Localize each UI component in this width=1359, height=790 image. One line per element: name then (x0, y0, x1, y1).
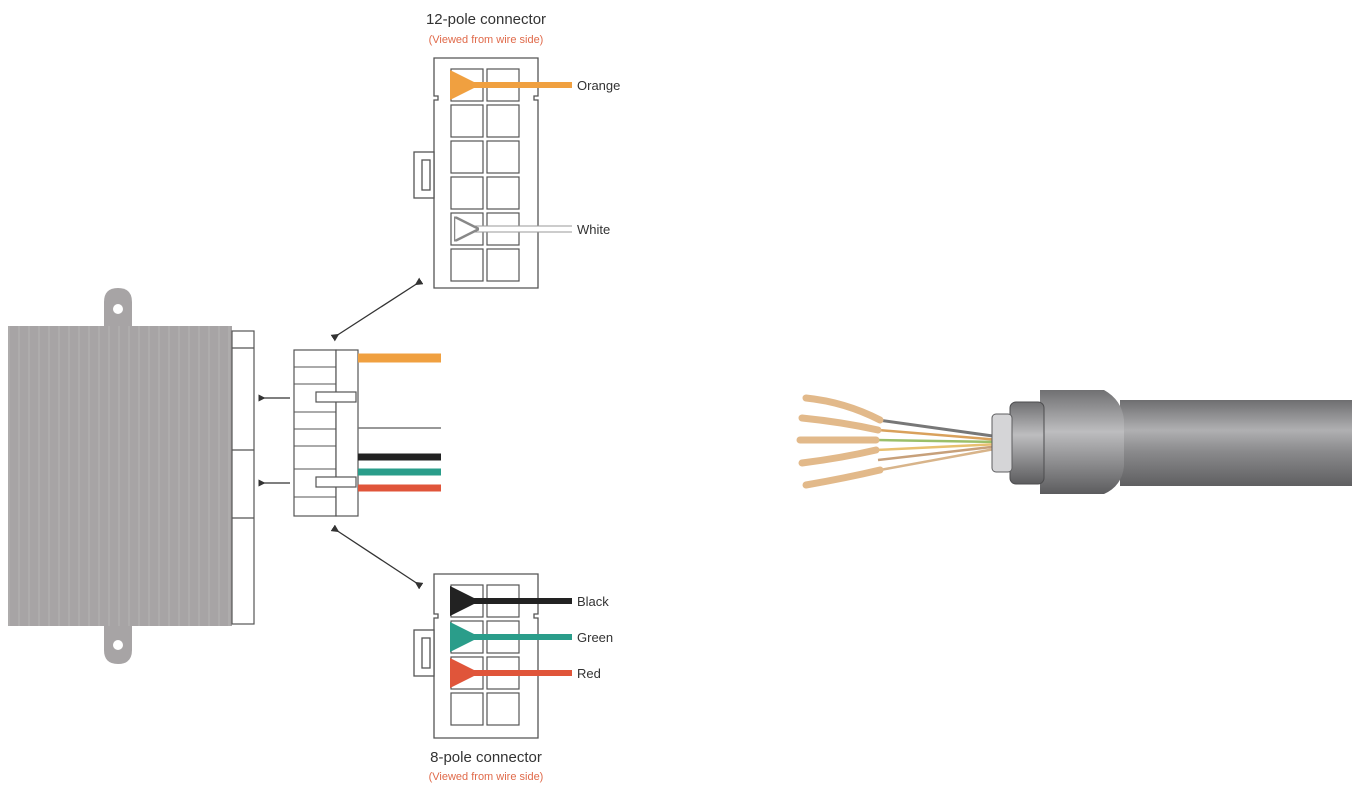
connector-8-latch-inner (421, 637, 431, 669)
connector-12-housing (433, 57, 539, 289)
cable-gland (1040, 390, 1124, 494)
connector-12-title: 12-pole connector (426, 11, 546, 28)
black-wire-label: Black (577, 594, 609, 609)
control-module-icon (8, 288, 255, 664)
connector-12-subtitle: (Viewed from wire side) (429, 34, 544, 46)
orange-wire-label: Orange (577, 78, 620, 93)
connector-8-pole: Black Green Red 8-pole connector (Viewed… (413, 573, 613, 783)
cable-exposed-wires (796, 394, 1001, 489)
wire-bundle (358, 353, 441, 492)
green-wire-label: Green (577, 630, 613, 645)
connector-8-pointer-arrow (330, 524, 424, 590)
gland-ferrule (991, 413, 1013, 473)
plug-assembly (293, 349, 359, 517)
shielded-cable-icon (796, 390, 1352, 494)
connector-12-latch-inner (421, 159, 431, 191)
connector-12-pointer-arrow (330, 277, 424, 342)
connector-8-title: 8-pole connector (430, 749, 542, 766)
gland-nut (1009, 401, 1045, 485)
connector-8-subtitle: (Viewed from wire side) (429, 771, 544, 783)
red-wire-label: Red (577, 666, 601, 681)
connector-12-pole: 12-pole connector (Viewed from wire side… (413, 11, 620, 289)
cable-jacket (1120, 400, 1352, 486)
white-wire-label: White (577, 222, 610, 237)
